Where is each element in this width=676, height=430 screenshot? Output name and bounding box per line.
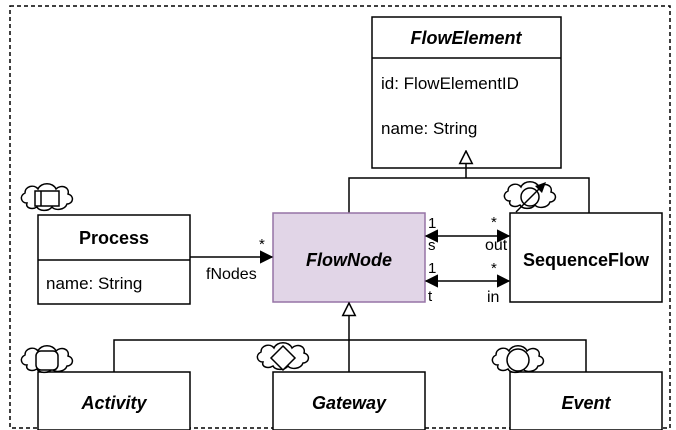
flow-element-title: FlowElement <box>410 28 522 48</box>
process-attr-name: name: String <box>46 274 142 293</box>
event-title: Event <box>561 393 611 413</box>
class-flow-node[interactable]: FlowNode <box>272 212 426 303</box>
generalization-flownode <box>113 303 587 372</box>
activity-title: Activity <box>80 393 147 413</box>
flow-element-attr-id: id: FlowElementID <box>381 74 519 93</box>
class-activity[interactable]: Activity <box>37 371 191 430</box>
gateway-title: Gateway <box>312 393 387 413</box>
process-title: Process <box>79 228 149 248</box>
target-role: t <box>428 288 433 305</box>
in-multiplicity: * <box>491 260 497 277</box>
fnodes-role: fNodes <box>206 266 257 283</box>
association-source-out: 1 s * out <box>424 214 511 254</box>
class-gateway[interactable]: Gateway <box>272 371 426 430</box>
cloud-rounded-square-icon <box>20 345 74 374</box>
flow-element-attr-name: name: String <box>381 119 477 138</box>
class-sequence-flow[interactable]: SequenceFlow <box>509 212 663 303</box>
source-role: s <box>428 237 436 254</box>
class-event[interactable]: Event <box>509 371 663 430</box>
sequence-flow-title: SequenceFlow <box>523 250 650 270</box>
association-target-in: 1 t * in <box>424 260 511 306</box>
cloud-circle-icon <box>491 345 545 374</box>
association-fnodes: * fNodes <box>190 236 274 283</box>
cloud-arrow-icon <box>503 181 557 213</box>
out-role: out <box>485 237 508 254</box>
generalization-flowelement <box>348 151 590 213</box>
cloud-rectangle-icon <box>20 183 74 212</box>
cloud-diamond-icon <box>256 342 310 372</box>
source-multiplicity: 1 <box>428 215 436 232</box>
target-multiplicity: 1 <box>428 260 436 277</box>
class-flow-element[interactable]: FlowElement id: FlowElementID name: Stri… <box>371 16 562 169</box>
out-multiplicity: * <box>491 214 497 231</box>
package-frame <box>9 5 671 429</box>
fnodes-multiplicity: * <box>259 236 265 253</box>
class-process[interactable]: Process name: String <box>37 214 191 305</box>
in-role: in <box>487 289 499 306</box>
flow-node-title: FlowNode <box>306 250 392 270</box>
